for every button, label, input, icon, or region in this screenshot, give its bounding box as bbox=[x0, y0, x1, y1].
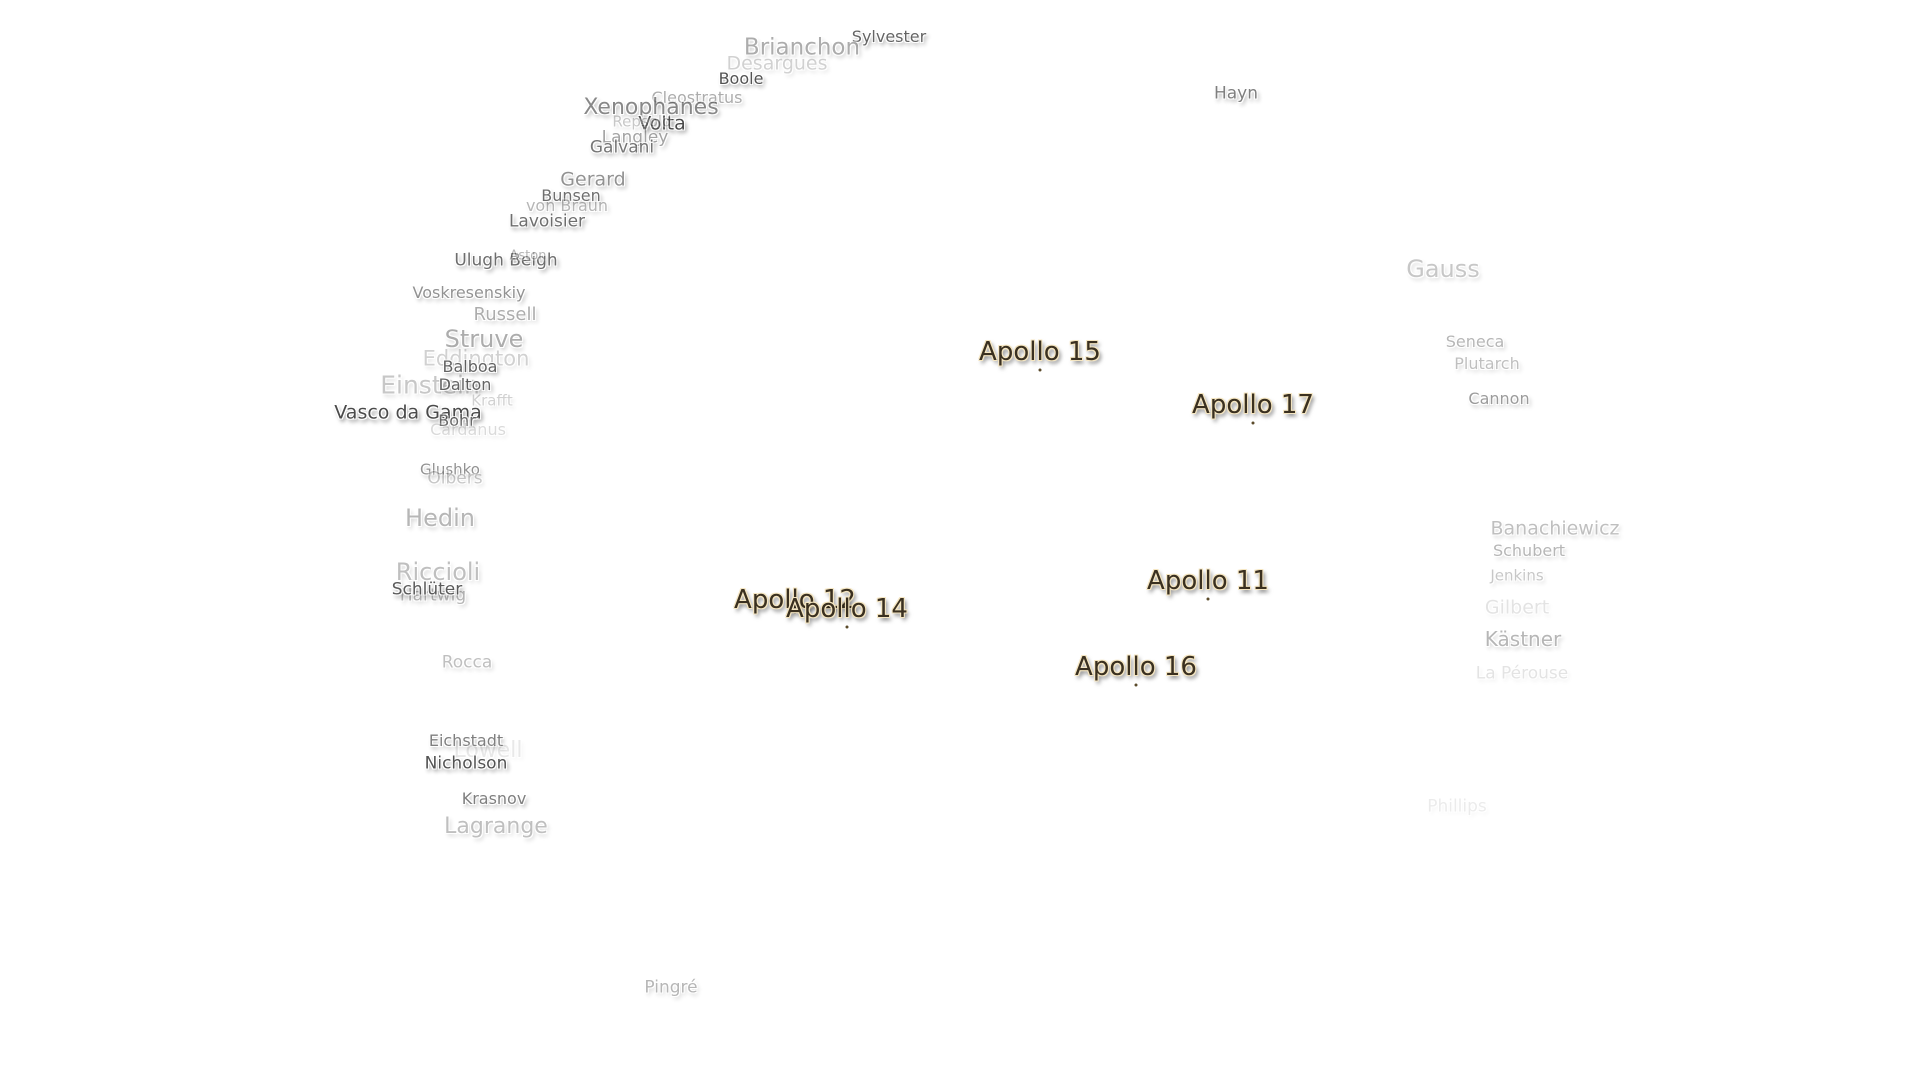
crater-label: Schubert bbox=[1492, 541, 1566, 560]
crater-label: Bunsen bbox=[541, 186, 601, 205]
crater-label: Vasco da Gama bbox=[334, 401, 482, 424]
apollo-14-marker[interactable] bbox=[845, 625, 849, 629]
crater-label: Langley bbox=[601, 127, 669, 148]
crater-label: Glushko bbox=[420, 460, 480, 479]
crater-label: Pingré bbox=[644, 977, 698, 998]
apollo-15-marker[interactable] bbox=[1038, 368, 1042, 372]
crater-label: Schlüter bbox=[391, 579, 463, 600]
crater-label: Rocca bbox=[441, 652, 493, 673]
apollo-14-label[interactable]: Apollo 14 bbox=[786, 594, 908, 624]
crater-label: Olbers bbox=[427, 468, 483, 489]
crater-label: Hayn bbox=[1213, 83, 1259, 104]
crater-label: Lowell bbox=[453, 738, 523, 763]
crater-label: Cardanus bbox=[430, 420, 506, 439]
crater-label: Gerard bbox=[560, 168, 626, 191]
apollo-15-label[interactable]: Apollo 15 bbox=[979, 337, 1101, 367]
crater-label: Brianchon bbox=[743, 34, 861, 61]
crater-label: Russell bbox=[473, 304, 537, 325]
apollo-17-marker[interactable] bbox=[1251, 421, 1255, 425]
apollo-12-label[interactable]: Apollo 12 bbox=[734, 585, 856, 615]
crater-label: von Braun bbox=[525, 196, 609, 215]
crater-label: Phillips bbox=[1427, 796, 1487, 817]
crater-label: Seneca bbox=[1445, 332, 1505, 351]
apollo-12-marker[interactable] bbox=[793, 610, 797, 614]
crater-label: Riccioli bbox=[395, 558, 481, 586]
crater-label: Banachiewicz bbox=[1490, 517, 1620, 540]
crater-label: Gauss bbox=[1406, 255, 1480, 283]
crater-label: La Pérouse bbox=[1475, 663, 1569, 684]
crater-label: Einstein bbox=[380, 370, 480, 400]
crater-label: Cannon bbox=[1468, 389, 1530, 408]
apollo-17-label[interactable]: Apollo 17 bbox=[1192, 390, 1314, 420]
crater-label: Krafft bbox=[471, 391, 513, 410]
crater-label: Krasnov bbox=[461, 789, 527, 808]
crater-label: Xenophanes bbox=[583, 95, 719, 120]
apollo-16-marker[interactable] bbox=[1134, 683, 1138, 687]
crater-label: Repsold bbox=[612, 112, 672, 131]
crater-label: Ulugh Beigh bbox=[454, 250, 558, 271]
crater-label: Cleostratus bbox=[651, 88, 743, 107]
crater-label: Dalton bbox=[438, 375, 492, 394]
apollo-11-label[interactable]: Apollo 11 bbox=[1147, 566, 1269, 596]
crater-label: Plutarch bbox=[1454, 354, 1520, 373]
crater-label: Eddington bbox=[422, 346, 530, 371]
crater-label: Gilbert bbox=[1484, 596, 1550, 619]
apollo-11-marker[interactable] bbox=[1206, 597, 1210, 601]
crater-label: Bohr bbox=[438, 411, 476, 430]
crater-label: Lagrange bbox=[444, 814, 548, 839]
crater-label: Jenkins bbox=[1490, 566, 1544, 585]
crater-label: Struve bbox=[444, 325, 524, 353]
crater-label: Hartwig bbox=[399, 585, 467, 606]
crater-label: Sylvester bbox=[851, 27, 927, 46]
crater-label: Boole bbox=[718, 69, 764, 88]
crater-label: Aston bbox=[509, 248, 547, 264]
crater-label: Lavoisier bbox=[508, 211, 586, 232]
crater-label: Voskresenskiy bbox=[412, 283, 526, 302]
crater-label: Kästner bbox=[1484, 627, 1562, 651]
crater-label: Galvani bbox=[589, 137, 655, 158]
apollo-16-label[interactable]: Apollo 16 bbox=[1075, 652, 1197, 682]
crater-label: Hedin bbox=[405, 504, 475, 532]
crater-label: Balboa bbox=[442, 357, 498, 376]
crater-label: Volta bbox=[638, 112, 686, 135]
crater-label: Eichstadt bbox=[428, 731, 504, 750]
crater-label: Desargues bbox=[726, 52, 828, 75]
crater-label: Nicholson bbox=[424, 753, 508, 774]
